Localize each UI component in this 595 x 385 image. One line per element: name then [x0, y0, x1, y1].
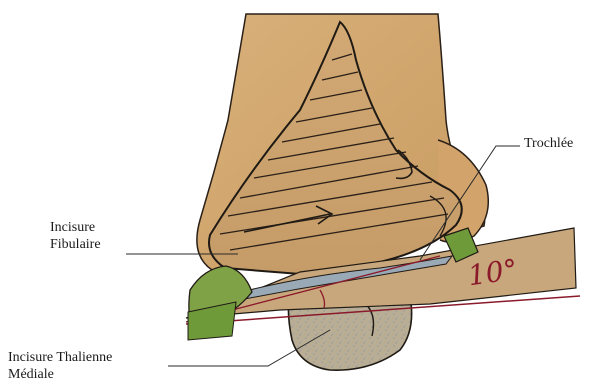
label-incisure-thalienne-line1: Incisure Thalienne	[8, 350, 112, 366]
label-incisure-thalienne-line2: Médiale	[8, 367, 54, 383]
angle-label: 10°	[466, 255, 519, 292]
label-incisure-fibulaire-line2: Fibulaire	[50, 237, 101, 253]
label-incisure-fibulaire-line1: Incisure	[50, 220, 95, 236]
label-trochlee: Trochlée	[524, 136, 573, 152]
